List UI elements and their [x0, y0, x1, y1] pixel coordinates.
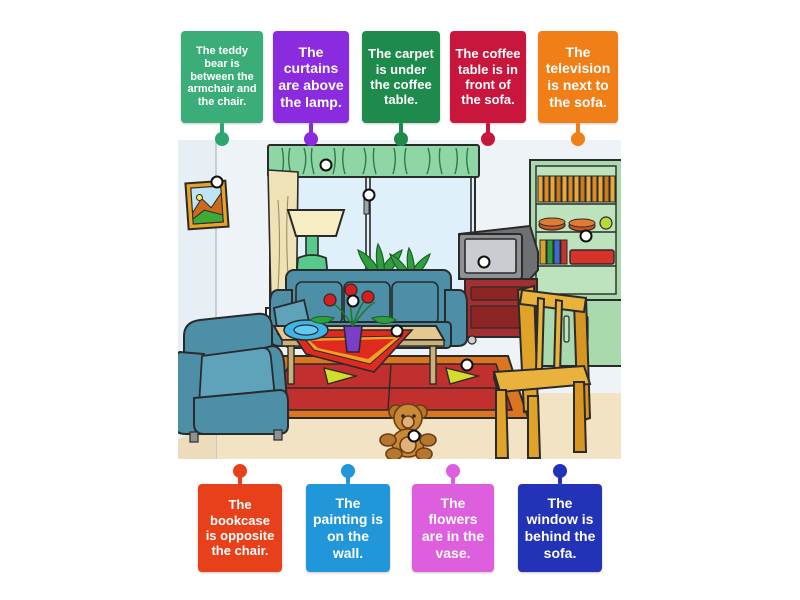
- pin-knob[interactable]: [341, 464, 355, 478]
- label-card-television[interactable]: The television is next to the sofa.: [538, 31, 618, 123]
- label-card-carpet[interactable]: The carpet is under the coffee table.: [362, 31, 440, 123]
- label-card-bookcase[interactable]: The bookcase is opposite the chair.: [198, 484, 282, 572]
- label-card-coffee-table[interactable]: The coffee table is in front of the sofa…: [450, 31, 526, 123]
- marker-teddy-bear[interactable]: [407, 429, 421, 443]
- marker-curtains[interactable]: [319, 158, 333, 172]
- marker-painting[interactable]: [210, 175, 224, 189]
- pin-knob[interactable]: [446, 464, 460, 478]
- label-text: The carpet is under the coffee table.: [368, 46, 434, 108]
- pin-stem: [486, 123, 490, 135]
- pin-knob[interactable]: [481, 132, 495, 146]
- label-card-window[interactable]: The window is behind the sofa.: [518, 484, 602, 572]
- label-text: The teddy bear is between the armchair a…: [187, 44, 257, 109]
- marker-television[interactable]: [477, 255, 491, 269]
- label-card-painting[interactable]: The painting is on the wall.: [306, 484, 390, 572]
- label-text: The coffee table is in front of the sofa…: [455, 46, 521, 108]
- pin-knob[interactable]: [304, 132, 318, 146]
- label-card-flowers[interactable]: The flowers are in the vase.: [412, 484, 494, 572]
- label-text: The painting is on the wall.: [313, 494, 383, 561]
- label-card-curtains[interactable]: The curtains are above the lamp.: [273, 31, 349, 123]
- marker-carpet[interactable]: [460, 358, 474, 372]
- pin-stem: [220, 123, 224, 135]
- marker-bookcase[interactable]: [579, 229, 593, 243]
- pin-knob[interactable]: [394, 132, 408, 146]
- marker-coffee-table[interactable]: [390, 324, 404, 338]
- pin-knob[interactable]: [215, 132, 229, 146]
- pin-stem: [576, 123, 580, 135]
- pin-knob[interactable]: [553, 464, 567, 478]
- label-text: The bookcase is opposite the chair.: [205, 497, 275, 559]
- label-card-teddy-bear[interactable]: The teddy bear is between the armchair a…: [181, 31, 263, 123]
- pin-stem: [399, 123, 403, 135]
- pin-stem: [309, 123, 313, 135]
- label-text: The television is next to the sofa.: [545, 43, 611, 110]
- label-text: The curtains are above the lamp.: [278, 43, 344, 110]
- marker-flowers[interactable]: [346, 294, 360, 308]
- label-text: The flowers are in the vase.: [421, 494, 485, 561]
- label-text: The window is behind the sofa.: [524, 494, 596, 561]
- marker-window[interactable]: [362, 188, 376, 202]
- pin-knob[interactable]: [233, 464, 247, 478]
- living-room-picture: [178, 140, 621, 459]
- pin-knob[interactable]: [571, 132, 585, 146]
